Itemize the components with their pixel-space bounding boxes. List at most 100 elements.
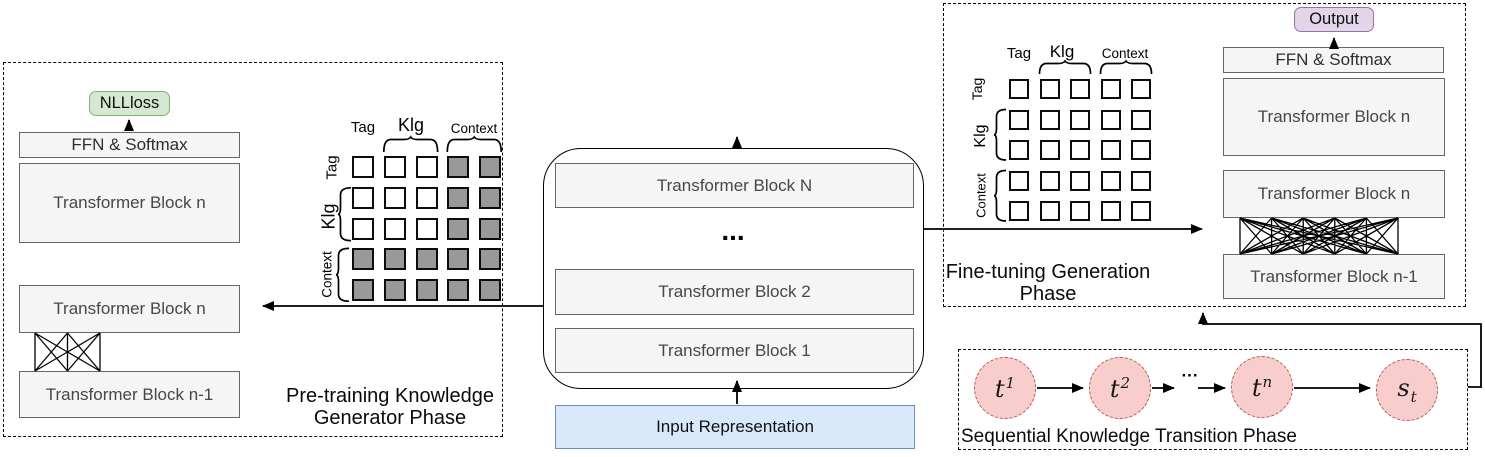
transformer-block-N: Transformer Block N: [555, 163, 914, 208]
block-label: Transformer Block n: [53, 299, 206, 318]
nllloss-box: NLLloss: [89, 91, 170, 116]
mask-col-label-klg-left: Klg: [397, 115, 424, 135]
mask-cell: [1100, 170, 1121, 191]
transformer-block-n-top-left: Transformer Block n: [19, 163, 240, 243]
mask-cell: [1070, 140, 1090, 160]
transformer-block-2: Transformer Block 2: [555, 269, 914, 315]
stack-ellipsis: ...: [721, 215, 745, 246]
input-representation-box: Input Representation: [555, 405, 915, 449]
mask-col-label-klg-right: Klg: [1049, 42, 1075, 61]
mask-cell: [447, 248, 470, 271]
finetuning-phase-title: Fine-tuning Generation Phase: [898, 261, 1198, 305]
input-representation-label: Input Representation: [656, 417, 814, 436]
block-label: Transformer Block N: [656, 175, 813, 195]
mask-cell: [1039, 201, 1060, 221]
transformer-block-n-top-right: Transformer Block n: [1223, 78, 1445, 156]
mask-cell: [1039, 140, 1060, 160]
block-label: Transformer Block 2: [658, 282, 811, 301]
block-label: Transformer Block 1: [658, 340, 811, 360]
mask-cell: [447, 217, 470, 240]
transformer-block-n-1-right: Transformer Block n-1: [1223, 254, 1445, 299]
mask-cell: [479, 217, 501, 240]
mask-cell: [1100, 79, 1121, 99]
mask-cell: [1070, 201, 1090, 221]
mask-cell: [1131, 109, 1151, 130]
sequence-ellipsis: ···: [1181, 366, 1199, 385]
mask-cell: [479, 248, 501, 271]
pretraining-phase-title: Pre-training Knowledge Generator Phase: [240, 385, 540, 429]
mask-cell: [1009, 79, 1029, 99]
ffn-softmax-label-left: FFN & Softmax: [71, 135, 188, 154]
mask-cell: [383, 217, 406, 240]
mask-cell: [1070, 109, 1090, 130]
mask-cell: [352, 156, 374, 178]
sequence-node-tn: tn: [1231, 356, 1293, 418]
mask-cell: [415, 279, 438, 302]
mask-cell: [1009, 201, 1029, 221]
mask-cell: [352, 217, 374, 240]
transformer-block-n-right: Transformer Block n: [1223, 170, 1445, 218]
mask-cell: [352, 248, 374, 271]
mask-cell: [415, 217, 438, 240]
ffn-softmax-label-right: FFN & Softmax: [1275, 50, 1392, 69]
mask-cell: [447, 156, 470, 178]
mask-cell: [1070, 79, 1090, 99]
mask-row-label-context-right: Context: [973, 173, 989, 218]
mask-col-label-context-right: Context: [1101, 46, 1149, 61]
mask-cell: [1131, 79, 1151, 99]
block-label: Transformer Block n: [53, 193, 206, 212]
mask-cell: [1039, 109, 1060, 130]
ffn-softmax-box-left: FFN & Softmax: [19, 132, 240, 158]
transformer-block-n-left: Transformer Block n: [19, 285, 240, 333]
block-label: Transformer Block n-1: [45, 384, 214, 404]
output-box: Output: [1294, 7, 1374, 32]
output-label: Output: [1309, 10, 1359, 28]
transformer-block-n-1-left: Transformer Block n-1: [19, 371, 240, 418]
sequential-phase-title: Sequential Knowledge Transition Phase: [961, 426, 1297, 447]
mask-cell: [415, 186, 438, 209]
mask-cell: [383, 248, 406, 271]
mask-cell: [352, 279, 374, 302]
mask-row-label-context-left: Context: [319, 251, 335, 298]
mask-cell: [1009, 170, 1029, 191]
sequence-node-st: st: [1376, 359, 1438, 421]
mask-cell: [1131, 140, 1151, 160]
mask-col-label-tag-right: Tag: [1006, 45, 1032, 62]
mask-col-label-tag-left: Tag: [350, 119, 376, 136]
mask-cell: [447, 186, 470, 209]
transformer-block-1: Transformer Block 1: [555, 328, 914, 373]
node-label: tn: [1251, 372, 1273, 402]
pretraining-phase-title-line2: Generator Phase: [313, 407, 467, 429]
nllloss-label: NLLloss: [99, 94, 160, 112]
mask-cell: [383, 186, 406, 209]
mask-cell: [1100, 109, 1121, 130]
block-label: Transformer Block n-1: [1250, 266, 1418, 286]
mask-cell: [1009, 140, 1029, 160]
finetuning-phase-title-line1: Fine-tuning Generation: [945, 261, 1151, 283]
mask-cell: [352, 186, 374, 209]
block-label: Transformer Block n: [1257, 184, 1411, 203]
mask-cell: [415, 156, 438, 178]
mask-cell: [1039, 170, 1060, 191]
node-label: st: [1397, 374, 1417, 406]
mask-cell: [479, 156, 501, 178]
mask-cell: [1131, 170, 1151, 191]
pretraining-phase-box: [3, 62, 503, 437]
finetuning-phase-box: [943, 3, 1466, 307]
ffn-softmax-box-right: FFN & Softmax: [1223, 47, 1444, 73]
mask-cell: [1009, 109, 1029, 130]
node-label: t1: [994, 373, 1016, 403]
mask-cell: [447, 279, 470, 302]
mask-cell: [383, 279, 406, 302]
mask-cell: [415, 248, 438, 271]
finetuning-phase-title-line2: Phase: [1019, 283, 1077, 305]
mask-cell: [383, 156, 406, 178]
pretraining-phase-title-line1: Pre-training Knowledge: [286, 385, 494, 407]
mask-cell: [479, 279, 501, 302]
sequence-node-t2: t2: [1089, 357, 1151, 419]
mask-cell: [1070, 170, 1090, 191]
mask-cell: [1100, 201, 1121, 221]
sequence-node-t1: t1: [974, 357, 1036, 419]
mask-cell: [1131, 201, 1151, 221]
